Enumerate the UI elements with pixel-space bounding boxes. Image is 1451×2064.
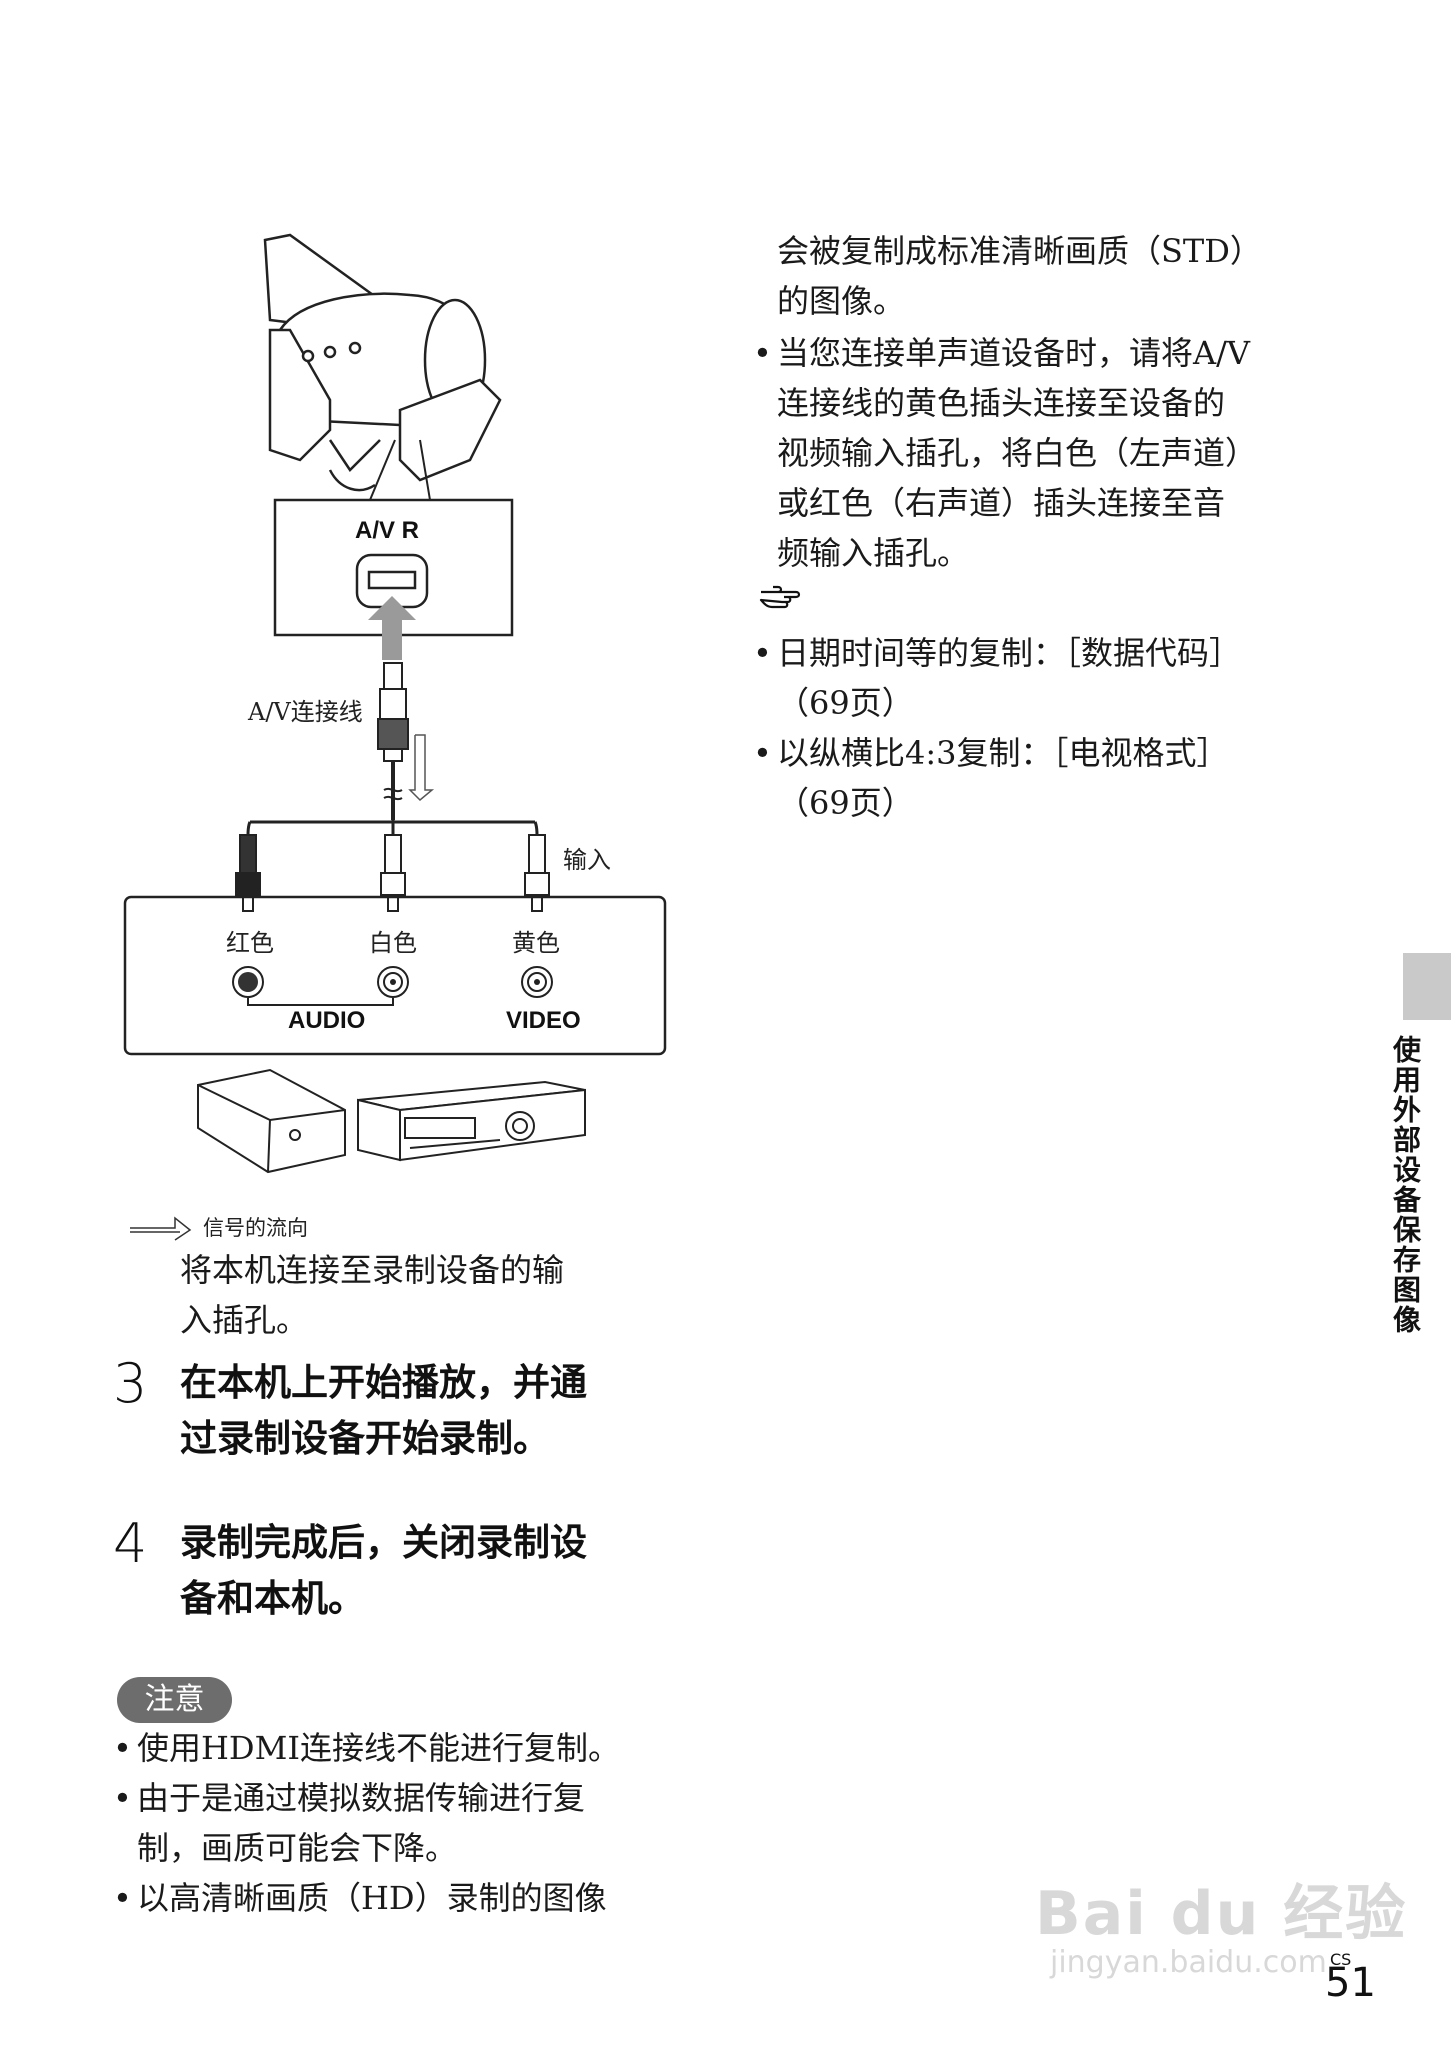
- red-label: 红色: [226, 929, 274, 957]
- section-side-tab: [1403, 953, 1451, 1020]
- note-item: 当您连接单声道设备时，请将A/V 连接线的黄色插头连接至设备的 视频输入插孔，将…: [753, 328, 1333, 578]
- signal-legend-label: 信号的流向: [203, 1216, 308, 1240]
- note-item: 以高清晰画质（HD）录制的图像: [113, 1873, 673, 1923]
- yellow-rca-plug: [524, 834, 550, 912]
- step4-number: 4: [113, 1512, 148, 1575]
- input-label: 输入: [563, 846, 611, 874]
- plug-direction-arrow: [368, 596, 416, 660]
- tip-line: 日期时间等的复制：［数据代码］: [777, 634, 1242, 672]
- connection-diagram: A/V R A/V连接线 输入 红色 白色 黄色: [123, 233, 667, 1241]
- red-rca-plug: [235, 834, 261, 912]
- signal-flow-arrow: [408, 734, 435, 802]
- note-line: 视频输入插孔，将白色（左声道）: [777, 434, 1258, 472]
- note-line: 频输入插孔。: [777, 534, 970, 572]
- pointing-hand-icon: [759, 585, 801, 609]
- tip-line: （69页）: [777, 684, 914, 722]
- video-label: VIDEO: [506, 1007, 581, 1034]
- signal-legend-arrow: [130, 1216, 192, 1241]
- baidu-watermark-logo: Bai du 经验: [1035, 1879, 1408, 1949]
- step2-line: 将本机连接至录制设备的输: [180, 1251, 565, 1289]
- note-line: 制，画质可能会下降。: [137, 1829, 458, 1867]
- continued-line: 的图像。: [777, 282, 906, 320]
- red-audio-jack: [232, 966, 264, 998]
- note-badge: 注意: [117, 1677, 232, 1723]
- av-r-label: A/V R: [355, 517, 419, 544]
- tips-list: 日期时间等的复制：［数据代码］ （69页） 以纵横比4:3复制：［电视格式］ （…: [753, 628, 1333, 828]
- note-line: 由于是通过模拟数据传输进行复: [137, 1779, 586, 1817]
- step3-line: 过录制设备开始录制。: [180, 1417, 550, 1460]
- white-audio-jack: [377, 966, 409, 998]
- yellow-label: 黄色: [512, 929, 560, 957]
- step2-tail: 将本机连接至录制设备的输 入插孔。: [180, 1245, 660, 1345]
- camcorder-illustration: [263, 233, 502, 492]
- step4-text: 录制完成后，关闭录制设 备和本机。: [180, 1515, 680, 1627]
- tip-line: （69页）: [777, 784, 914, 822]
- cable-label: A/V连接线: [247, 698, 363, 726]
- continued-line: 会被复制成标准清晰画质（STD）: [777, 232, 1262, 270]
- section-side-label: 使用外部设备保存图像: [1389, 1035, 1422, 1335]
- av-plug: [377, 662, 409, 762]
- white-label: 白色: [369, 929, 417, 957]
- right-notes-list: 当您连接单声道设备时，请将A/V 连接线的黄色插头连接至设备的 视频输入插孔，将…: [753, 328, 1333, 578]
- tip-line: 以纵横比4:3复制：［电视格式］: [777, 734, 1229, 772]
- notes-list: 使用HDMI连接线不能进行复制。 由于是通过模拟数据传输进行复 制，画质可能会下…: [113, 1723, 673, 1923]
- audio-label: AUDIO: [288, 1007, 365, 1034]
- white-rca-plug: [380, 834, 406, 912]
- language-code: CS: [1330, 1950, 1352, 1969]
- note-line: 当您连接单声道设备时，请将A/V: [777, 334, 1251, 372]
- recorder-input-panel: [123, 895, 667, 1056]
- baidu-watermark-url: jingyan.baidu.com: [1050, 1945, 1327, 1980]
- page-number: 51: [1325, 1960, 1376, 2006]
- step3-text: 在本机上开始播放，并通 过录制设备开始录制。: [180, 1355, 680, 1467]
- step3-number: 3: [113, 1352, 148, 1415]
- note-line: 或红色（右声道）插头连接至音: [777, 484, 1226, 522]
- note-item: 使用HDMI连接线不能进行复制。: [113, 1723, 673, 1773]
- step4-line: 录制完成后，关闭录制设: [180, 1521, 587, 1564]
- note-line: 以高清晰画质（HD）录制的图像: [137, 1879, 607, 1917]
- note-item: 由于是通过模拟数据传输进行复 制，画质可能会下降。: [113, 1773, 673, 1873]
- yellow-video-jack: [521, 966, 553, 998]
- continued-paragraph: 会被复制成标准清晰画质（STD） 的图像。: [777, 226, 1337, 326]
- step4-line: 备和本机。: [180, 1577, 365, 1620]
- tip-item: 日期时间等的复制：［数据代码］ （69页）: [753, 628, 1333, 728]
- tip-item: 以纵横比4:3复制：［电视格式］ （69页）: [753, 728, 1333, 828]
- vcr-illustration: [357, 1080, 586, 1162]
- step2-line: 入插孔。: [180, 1301, 309, 1339]
- note-line: 连接线的黄色插头连接至设备的: [777, 384, 1226, 422]
- note-line: 使用HDMI连接线不能进行复制。: [137, 1729, 620, 1767]
- dvd-recorder-illustration: [197, 1068, 346, 1174]
- step3-line: 在本机上开始播放，并通: [180, 1361, 587, 1404]
